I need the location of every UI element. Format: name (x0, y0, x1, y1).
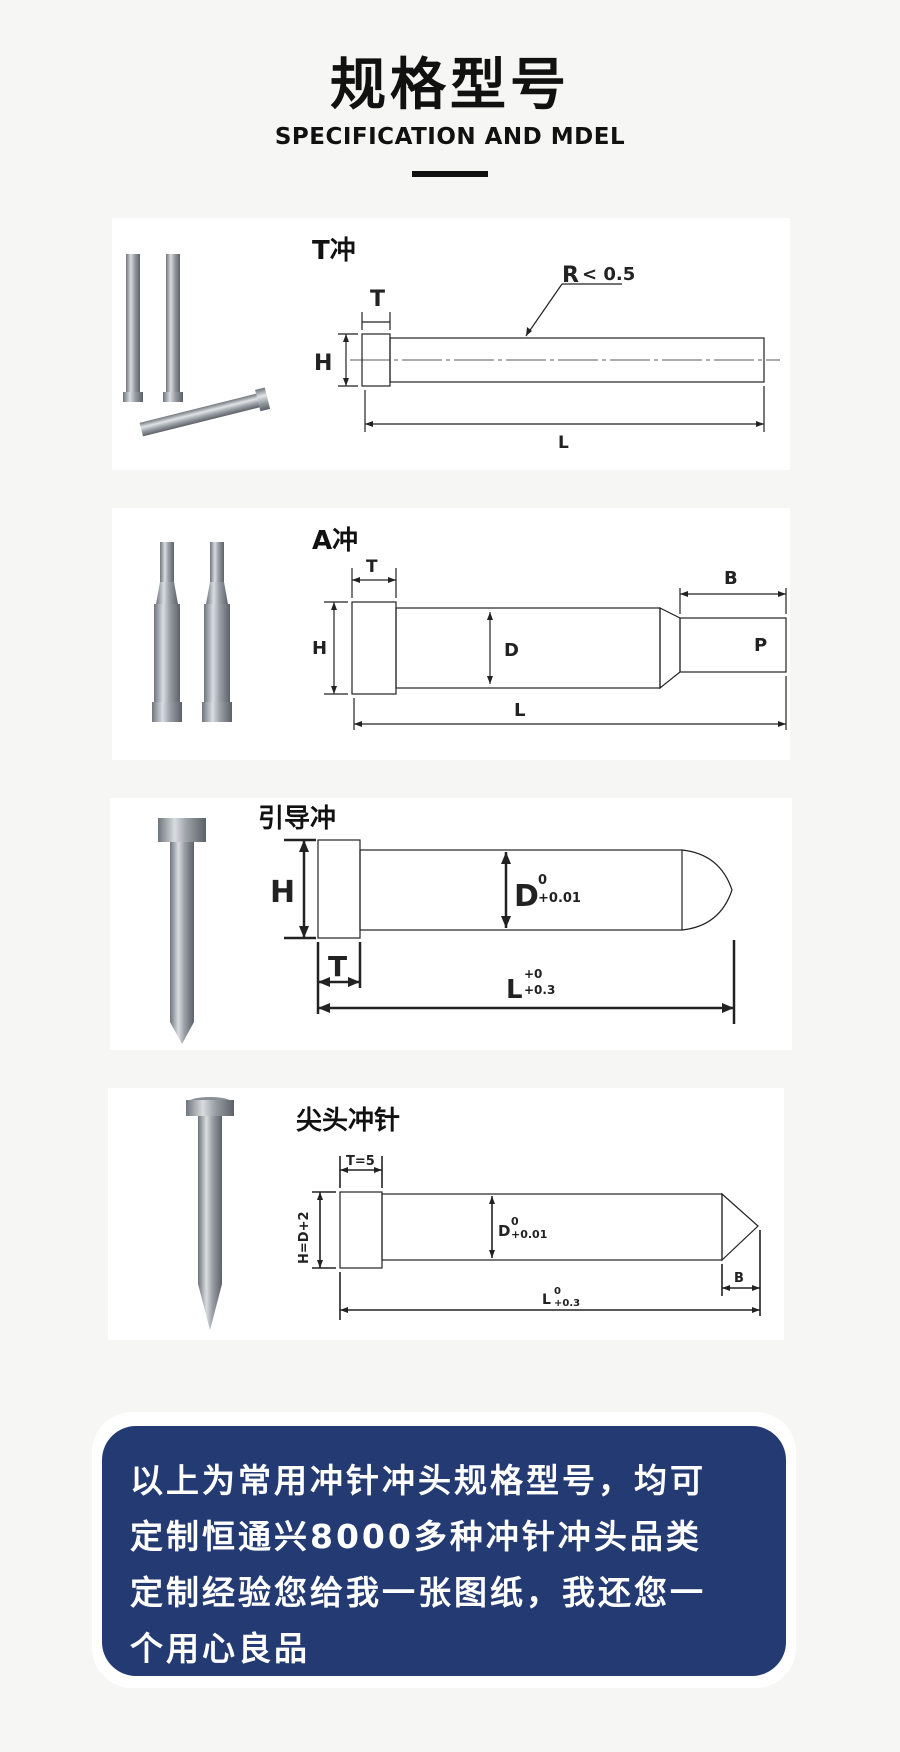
page-title: 规格型号 (330, 53, 570, 118)
note-panel: 以上为常用冲针冲头规格型号，均可 定制恒通兴8000多种冲针冲头品类 定制经验您… (102, 1426, 786, 1676)
spec-card-a-punch: T H D B P L A冲 (112, 508, 790, 760)
r-dimension-label: R (562, 263, 579, 288)
p-dimension-label: P (754, 635, 767, 656)
h-dimension-label: H (314, 351, 332, 376)
card-title: 引导冲 (258, 804, 337, 834)
l-dimension-label: L (542, 1292, 551, 1308)
l-dimension-label: L (506, 975, 523, 1005)
t-dimension-label: T (328, 950, 347, 983)
spec-card-guide-punch: H D 0 +0.01 T L +0 +0.3 引导冲 (110, 798, 792, 1050)
a-punch-figure: T H D B P L (152, 542, 787, 730)
note-box: 以上为常用冲针冲头规格型号，均可 定制恒通兴8000多种冲针冲头品类 定制经验您… (92, 1412, 796, 1688)
pointed-punch-figure: T=5 H=D+2 D 0 +0.01 B L 0 +0.3 (186, 1097, 761, 1330)
d-tolerance-lower: +0.01 (511, 1228, 547, 1241)
pointed-punch-drawing (312, 1156, 761, 1320)
t-punch-photo (123, 254, 271, 437)
l-tolerance-lower: +0.3 (554, 1298, 580, 1309)
title-divider (412, 171, 488, 177)
d-dimension-label: D (514, 879, 539, 914)
h-dimension-label: H=D+2 (297, 1211, 312, 1264)
l-dimension-label: L (514, 700, 525, 721)
l-dimension-label: L (558, 433, 569, 453)
page-subtitle: SPECIFICATION AND MDEL (274, 124, 626, 150)
d-tolerance-upper: 0 (511, 1215, 519, 1228)
d-dimension-label: D (504, 640, 519, 661)
a-punch-drawing (324, 568, 787, 730)
guide-punch-drawing (284, 838, 736, 1024)
t-dimension-label: T (370, 287, 385, 312)
card-title: 尖头冲针 (296, 1106, 401, 1136)
l-tolerance-upper: +0 (524, 967, 542, 981)
d-dimension-label: D (498, 1222, 510, 1240)
b-dimension-label: B (734, 1271, 744, 1286)
h-dimension-label: H (312, 638, 327, 659)
l-tolerance-upper: 0 (554, 1286, 561, 1297)
a-punch-photo (152, 542, 232, 722)
note-line-1: 以上为常用冲针冲头规格型号，均可 (130, 1461, 706, 1500)
d-tolerance-lower: +0.01 (538, 891, 581, 906)
h-dimension-label: H (270, 875, 295, 910)
pointed-punch-photo (186, 1097, 234, 1330)
note-line-4: 个用心良品 (130, 1629, 310, 1668)
t-punch-figure: T H R < 0.5 L (123, 254, 780, 453)
t-dimension-label: T (366, 557, 378, 577)
t-dimension-label: T=5 (346, 1154, 375, 1169)
d-tolerance-upper: 0 (538, 873, 547, 888)
card-title: T冲 (312, 236, 356, 266)
note-line-2: 定制恒通兴8000多种冲针冲头品类 (130, 1517, 702, 1556)
note-line-3: 定制经验您给我一张图纸，我还您一 (130, 1573, 706, 1612)
guide-punch-figure: H D 0 +0.01 T L +0 +0.3 (158, 818, 736, 1044)
card-title: A冲 (312, 526, 359, 556)
guide-punch-photo (158, 818, 206, 1044)
b-dimension-label: B (724, 568, 738, 589)
l-tolerance-lower: +0.3 (524, 983, 555, 997)
r-dimension-value: < 0.5 (582, 264, 635, 285)
t-punch-drawing (338, 283, 780, 432)
spec-card-pointed-punch: T=5 H=D+2 D 0 +0.01 B L 0 +0.3 尖头冲针 (108, 1088, 784, 1340)
spec-card-t-punch: T H R < 0.5 L T冲 (112, 218, 790, 470)
